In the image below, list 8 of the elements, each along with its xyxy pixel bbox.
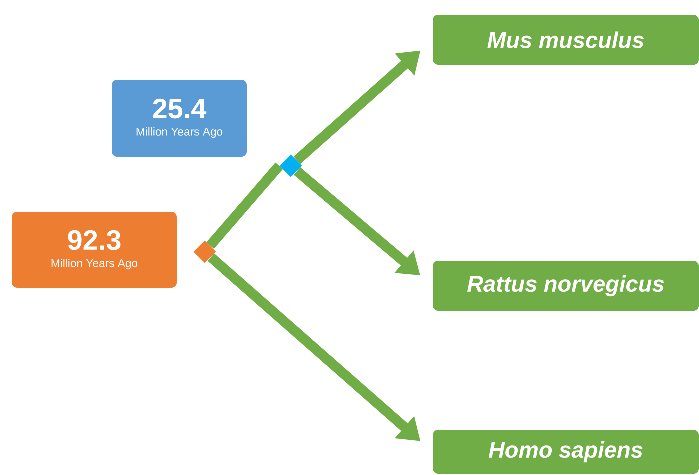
species-box: Mus musculus — [433, 15, 699, 65]
date-box: 25.4 Million Years Ago — [112, 80, 247, 157]
branch-point-marker — [280, 154, 302, 178]
species-box: Rattus norvegicus — [433, 261, 699, 311]
branch-line — [206, 162, 284, 250]
branch-point-marker — [194, 240, 216, 264]
species-box: Homo sapiens — [433, 430, 699, 474]
date-box: 92.3 Million Years Ago — [12, 212, 177, 288]
